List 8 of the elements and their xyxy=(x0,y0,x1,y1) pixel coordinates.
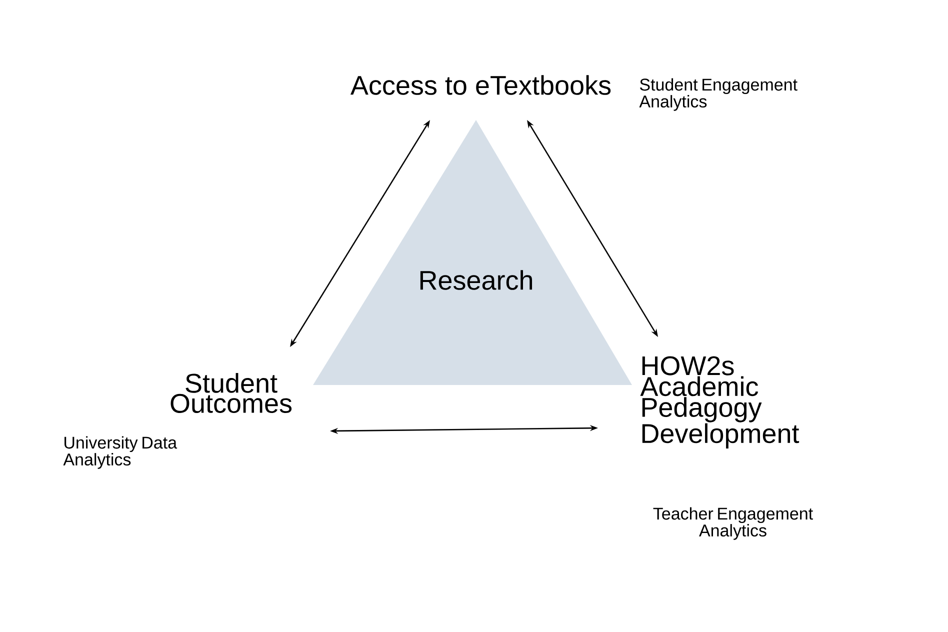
note-text: Student Engagement Analytics xyxy=(639,78,798,111)
node-label: HOW2s Academic Pedagogy Development xyxy=(640,356,800,448)
beside-text: Teacher Engagement Analytics xyxy=(653,507,813,540)
triangle xyxy=(313,120,632,385)
node-label: Research xyxy=(420,270,532,290)
node-label: Access to eTextbooks xyxy=(350,75,611,95)
node-label: Student Outcomes xyxy=(170,373,292,413)
beside-text: University Data Analytics xyxy=(63,436,178,469)
